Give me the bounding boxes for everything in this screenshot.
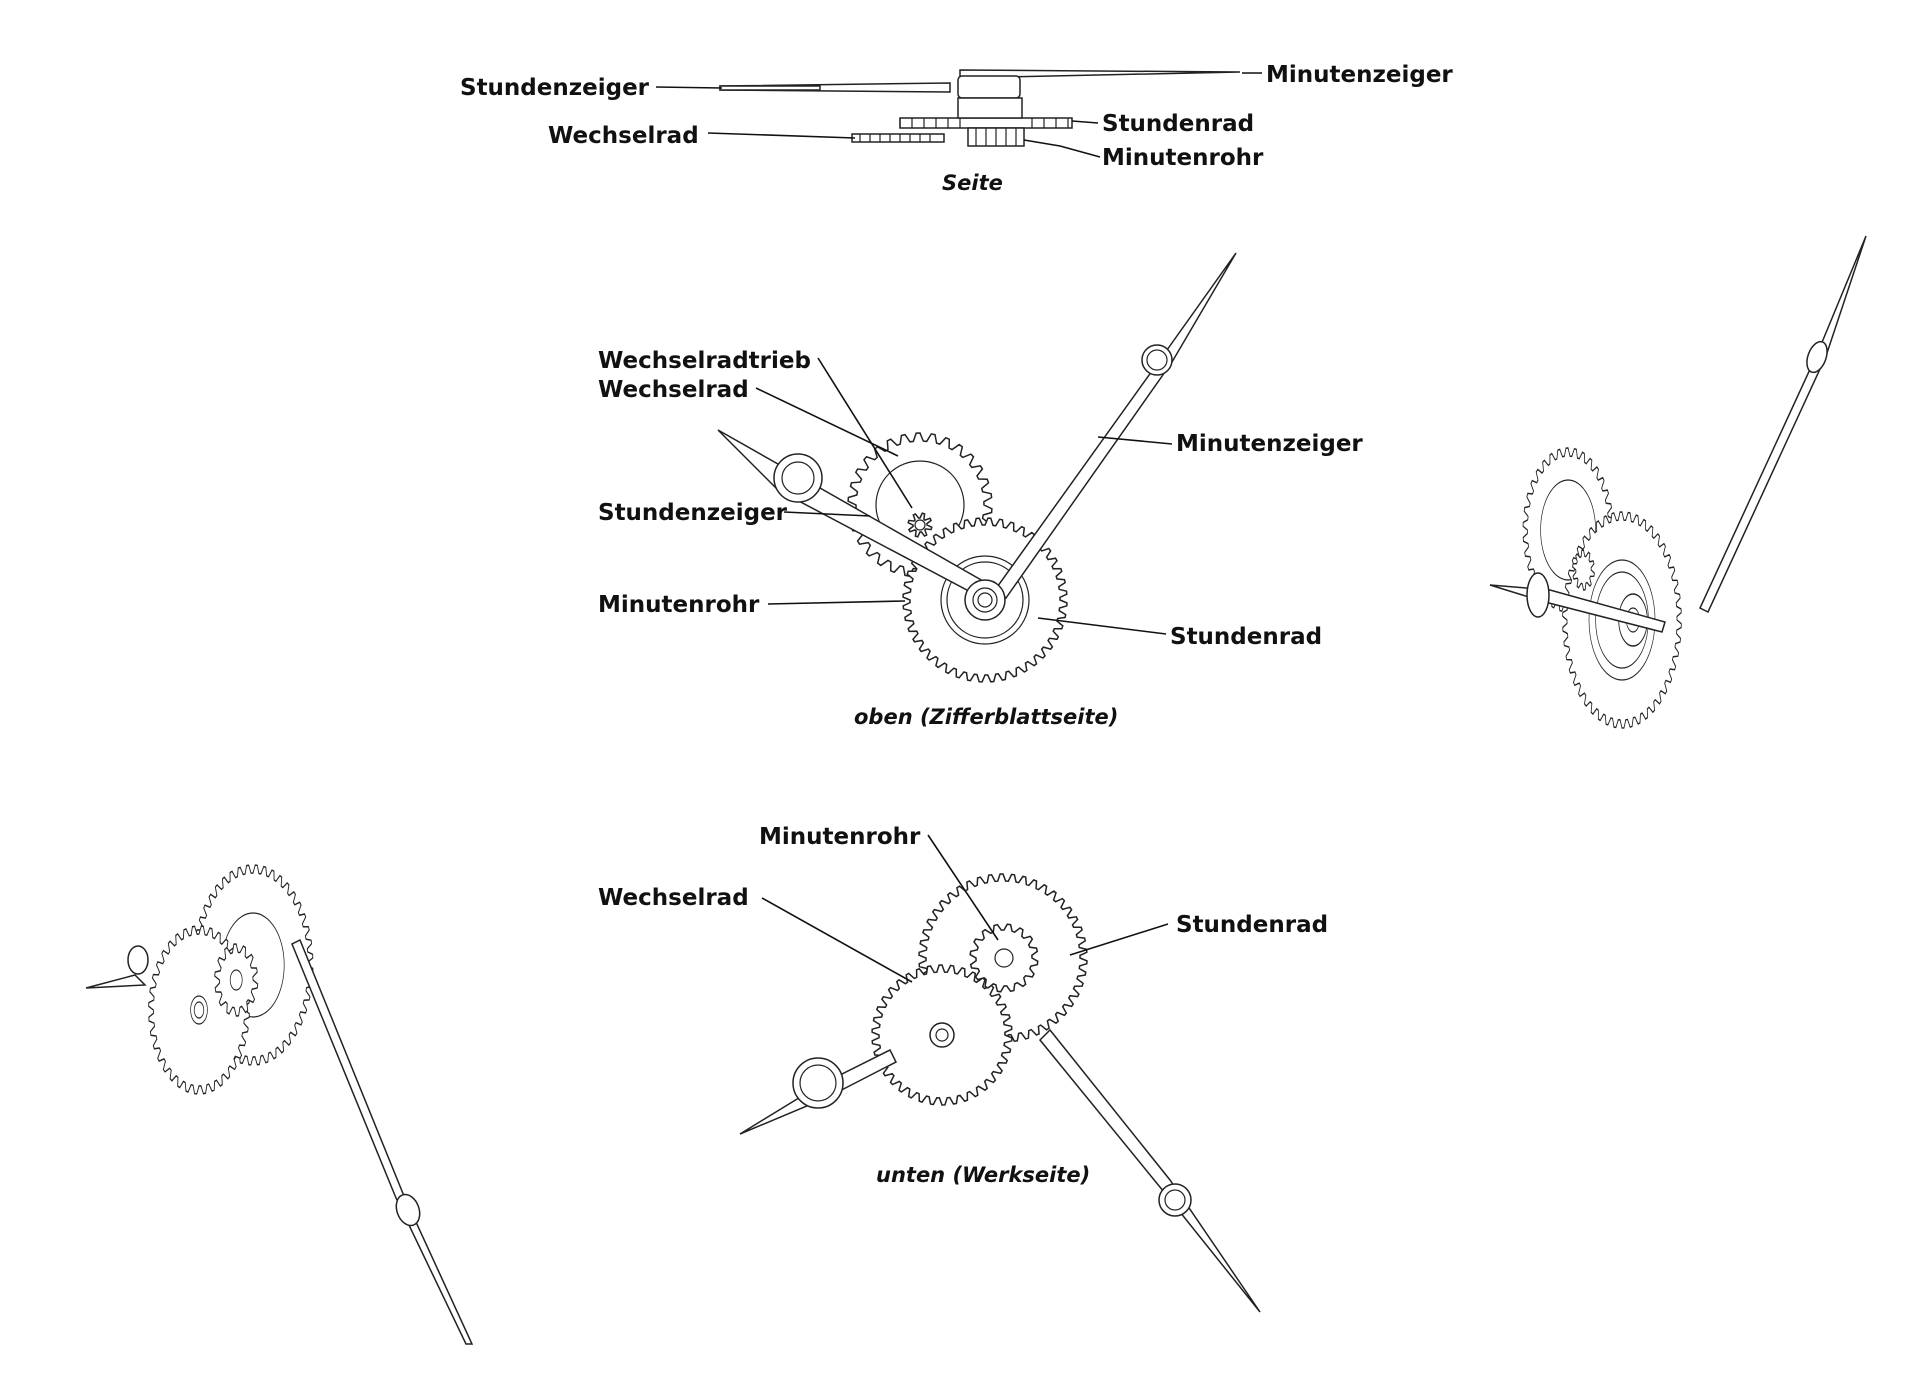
bottom-label-minute-tube: Minutenrohr	[759, 824, 921, 850]
top-label-intermediate-wheel: Wechselrad	[598, 377, 749, 403]
left-hour-hand	[85, 974, 147, 989]
bottom-caption: unten (Werkseite)	[876, 1163, 1090, 1187]
top-label-hour-hand: Stundenzeiger	[598, 500, 788, 526]
side-label-minute-hand: Minutenzeiger	[1266, 62, 1453, 88]
top-label-minute-hand: Minutenzeiger	[1176, 431, 1363, 457]
side-collet	[957, 75, 1021, 99]
bottom-label-intermediate-wheel: Wechselrad	[598, 885, 749, 911]
right-hour-hand-eye	[1526, 572, 1550, 618]
right-hands	[1489, 235, 1867, 633]
side-label-hour-hand: Stundenzeiger	[460, 75, 650, 101]
right-pinion	[1572, 549, 1595, 591]
top-minute-hand	[993, 252, 1237, 600]
bottom-label-hour-wheel: Stundenrad	[1176, 912, 1328, 938]
side-hour-wheel	[899, 117, 1073, 129]
bottom-view: Minutenrohr Wechselrad Stundenrad unten …	[598, 824, 1328, 1313]
bottom-minute-hand-eye	[1158, 1183, 1192, 1217]
left-pinion	[214, 943, 259, 1017]
bottom-intermediate-hub	[929, 1022, 955, 1048]
top-view: Wechselradtrieb Wechselrad Stundenzeiger…	[598, 252, 1363, 729]
right-minute-hand-eye	[1806, 340, 1828, 374]
side-view: Stundenzeiger Minutenzeiger Wechselrad S…	[460, 62, 1453, 195]
top-label-hour-wheel: Stundenrad	[1170, 624, 1322, 650]
top-minute-tube	[964, 579, 1006, 621]
side-hour-hand-end	[719, 85, 821, 91]
bottom-minute-hand	[1038, 1028, 1261, 1313]
left-minute-hand	[291, 938, 474, 1345]
left-minute-hand-eye	[395, 1193, 421, 1227]
left-hands	[85, 938, 474, 1345]
right-minute-hand	[1699, 235, 1867, 614]
top-minute-hand-eye	[1141, 344, 1173, 376]
top-label-intermediate-pinion: Wechselradtrieb	[598, 348, 811, 374]
side-minute-hand	[959, 69, 1241, 79]
top-caption: oben (Zifferblattseite)	[854, 705, 1118, 729]
bottom-minute-tube	[969, 923, 1039, 993]
left-hour-hand-eye	[127, 945, 149, 975]
top-hour-hand-eye	[773, 453, 823, 503]
top-intermediate-pinion	[907, 512, 933, 538]
side-label-minute-tube: Minutenrohr	[1102, 145, 1264, 171]
side-hub	[957, 97, 1023, 119]
side-caption: Seite	[942, 171, 1003, 195]
top-label-minute-tube: Minutenrohr	[598, 592, 760, 618]
left-perspective-view	[148, 864, 314, 1095]
side-label-hour-wheel: Stundenrad	[1102, 111, 1254, 137]
side-label-intermediate-wheel: Wechselrad	[548, 123, 699, 149]
